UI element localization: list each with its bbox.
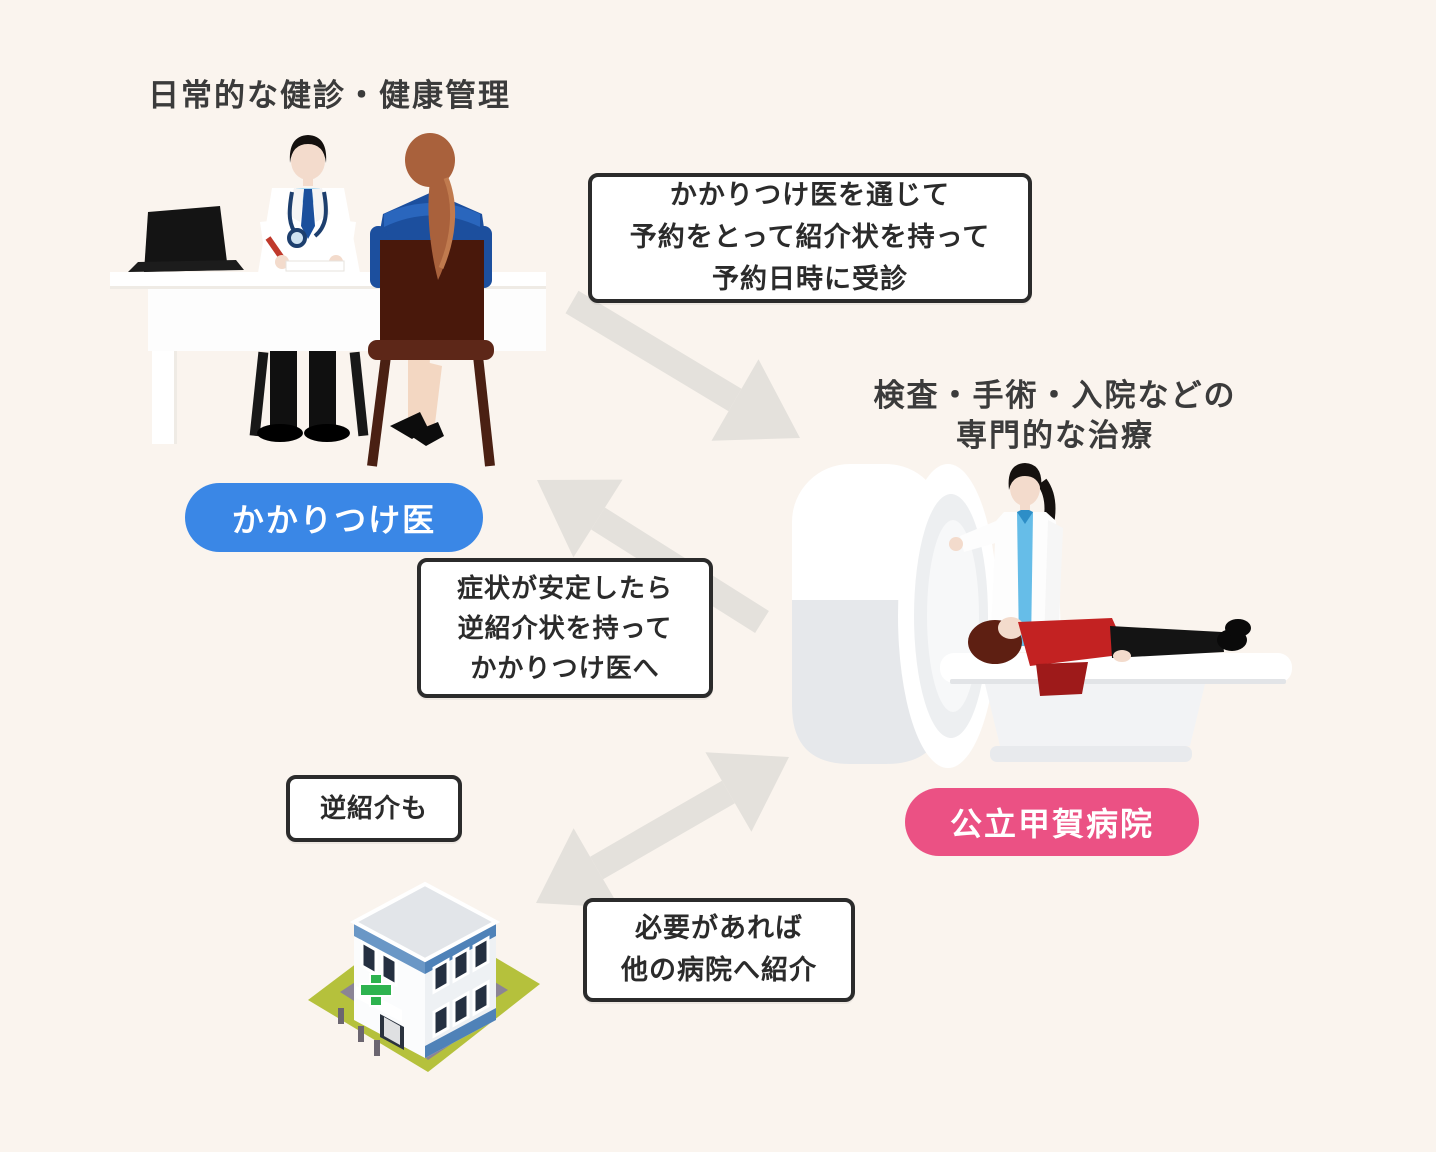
callout-line: 予約日時に受診: [712, 263, 908, 294]
reverse-referral-tag: 逆紹介も: [286, 775, 462, 842]
green-cross-icon: [359, 973, 393, 1007]
callout-line: 逆紹介状を持って: [457, 612, 673, 643]
patient-figure: [367, 133, 495, 467]
doctor-consultation-illustration: [110, 133, 546, 467]
clinic-section-title: 日常的な健診・健康管理: [148, 78, 511, 113]
building-body: [349, 881, 501, 1058]
technician-figure: [949, 463, 1063, 655]
clinic-pill: かかりつけ医: [185, 483, 483, 552]
arrow-two-way-hospital-other-icon: [536, 752, 789, 908]
mri-table: [940, 653, 1292, 762]
mri-scanner-illustration: [792, 463, 1292, 768]
hospital-title-line1: 検査・手術・入院などの: [873, 378, 1237, 413]
tag-label: 逆紹介も: [319, 793, 428, 824]
callout-line: 症状が安定したら: [456, 572, 673, 603]
hospital-pill: 公立甲賀病院: [905, 788, 1199, 856]
callout-line: 他の病院へ紹介: [621, 955, 817, 985]
mri-patient-figure: [968, 617, 1251, 696]
callout-to-clinic: 症状が安定したら 逆紹介状を持って かかりつけ医へ: [417, 558, 713, 698]
mri-machine: [792, 464, 998, 768]
laptop-icon: [128, 206, 244, 272]
arrow-clinic-to-hospital-icon: [565, 290, 800, 441]
callout-line: 必要があれば: [635, 913, 803, 944]
callout-line: かかりつけ医を通じて: [669, 180, 951, 211]
doctor-figure: [249, 135, 369, 442]
callout-line: 予約をとって紹介状を持って: [629, 222, 991, 253]
callout-to-hospital: かかりつけ医を通じて 予約をとって紹介状を持って 予約日時に受診: [588, 173, 1032, 303]
callout-to-other-hospital: 必要があれば 他の病院へ紹介: [583, 898, 855, 1002]
callout-line: かかりつけ医へ: [470, 653, 660, 684]
hospital-building-illustration: [308, 881, 540, 1072]
hospital-title-line2: 専門的な治療: [956, 418, 1154, 454]
hospital-section-title: 検査・手術・入院などの 専門的な治療: [845, 376, 1265, 457]
